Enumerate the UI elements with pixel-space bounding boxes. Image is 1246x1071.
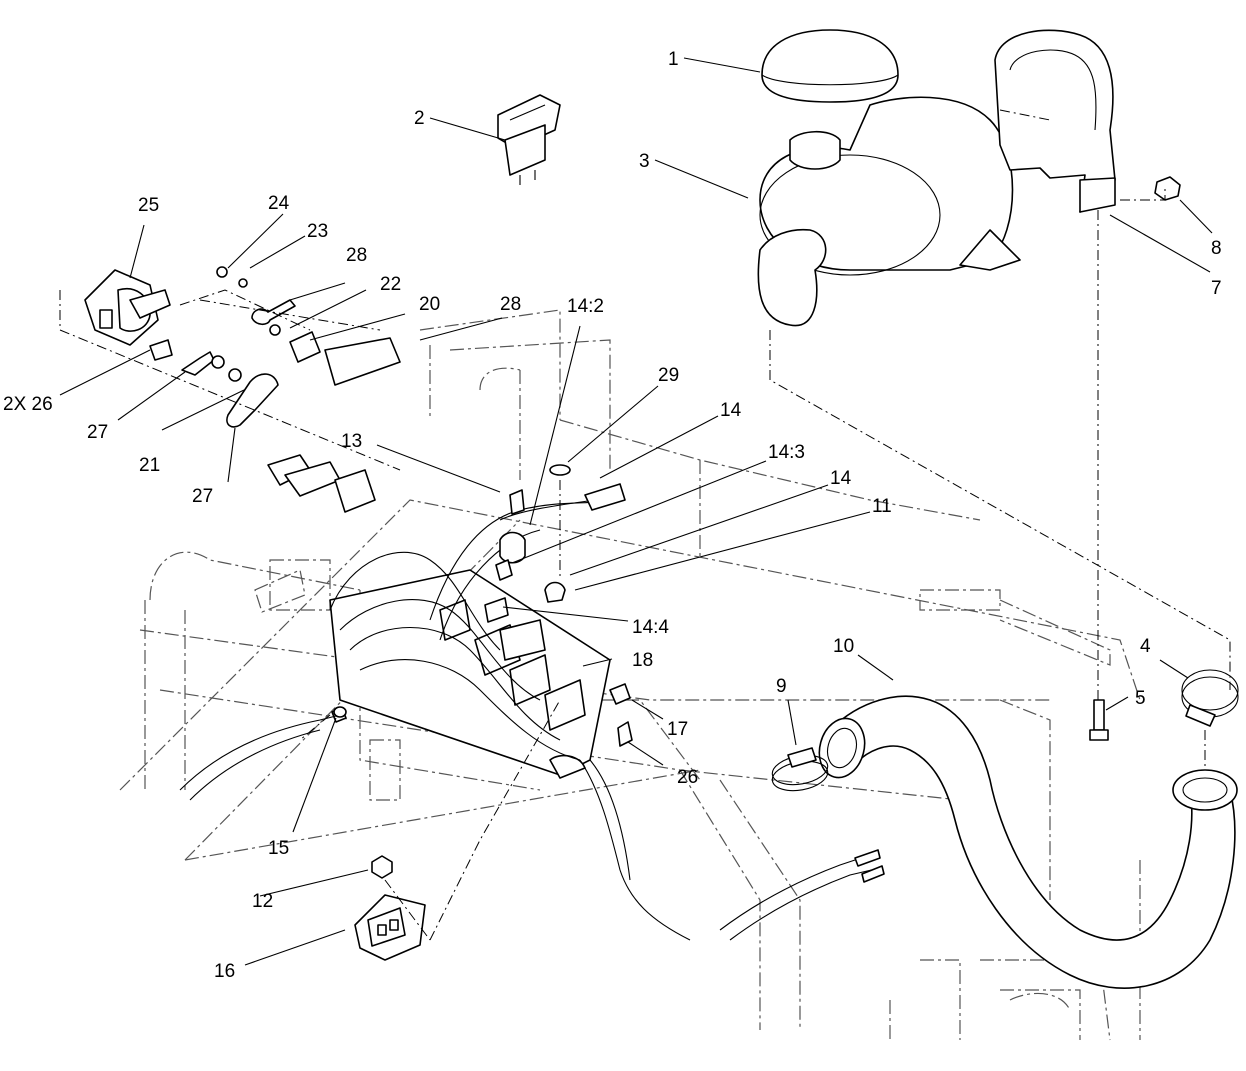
connector-25 (84, 269, 171, 346)
callout-24: 24 (268, 193, 290, 214)
nut-12 (371, 855, 393, 879)
callout-27-b: 27 (192, 486, 213, 507)
wiring-harness (179, 464, 885, 941)
hose-clamp-9 (771, 747, 829, 792)
assembly-lines (59, 109, 1231, 941)
callout-14-4: 14:4 (632, 617, 669, 638)
callout-13: 13 (341, 431, 362, 452)
callout-18: 18 (632, 650, 653, 671)
callout-1: 1 (668, 49, 679, 70)
callout-2: 2 (414, 108, 425, 129)
callout-22: 22 (380, 274, 401, 295)
mounting-band (994, 29, 1116, 213)
callout-7: 7 (1211, 278, 1222, 299)
callout-12: 12 (252, 891, 273, 912)
callout-14-a: 14 (720, 400, 742, 421)
callout-5: 5 (1135, 688, 1146, 709)
relay-bracket-18 (329, 569, 633, 779)
callout-14-3: 14:3 (768, 442, 805, 463)
wire-connector-plugs (267, 454, 376, 513)
callout-20: 20 (419, 294, 440, 315)
callout-26: 26 (677, 767, 698, 788)
bolt-5 (1089, 699, 1109, 741)
small-hardware-cluster (149, 266, 401, 428)
hose-clamp-4 (1181, 669, 1239, 727)
callout-11: 11 (872, 496, 892, 517)
callout-25: 25 (138, 195, 159, 216)
chassis-frame (119, 309, 1141, 1041)
callout-17: 17 (667, 719, 688, 740)
air-cleaner-cap (761, 29, 899, 103)
callout-16: 16 (214, 961, 235, 982)
callout-27-a: 27 (87, 422, 108, 443)
callout-15: 15 (268, 838, 289, 859)
callout-14-2: 14:2 (567, 296, 604, 317)
air-cleaner-body (757, 96, 1021, 327)
callout-29: 29 (658, 365, 679, 386)
callout-28-a: 28 (346, 245, 367, 266)
switch-2 (497, 94, 561, 185)
callout-3: 3 (639, 151, 650, 172)
callout-21: 21 (139, 455, 160, 476)
callout-8: 8 (1211, 238, 1222, 259)
callout-9: 9 (776, 676, 787, 697)
callout-23: 23 (307, 221, 328, 242)
leader-lines (59, 57, 1213, 966)
nut-8 (1154, 176, 1181, 201)
callout-10: 10 (833, 636, 854, 657)
callout-4: 4 (1140, 636, 1151, 657)
relay-16 (354, 894, 426, 961)
callout-labels: 1 2 3 4 5 7 8 9 10 11 12 13 14:2 14:3 14… (3, 49, 1222, 982)
hose-10 (818, 695, 1238, 989)
callout-28-b: 28 (500, 294, 521, 315)
callout-14-b: 14 (830, 468, 852, 489)
callout-2x-26: 2X 26 (3, 394, 53, 415)
